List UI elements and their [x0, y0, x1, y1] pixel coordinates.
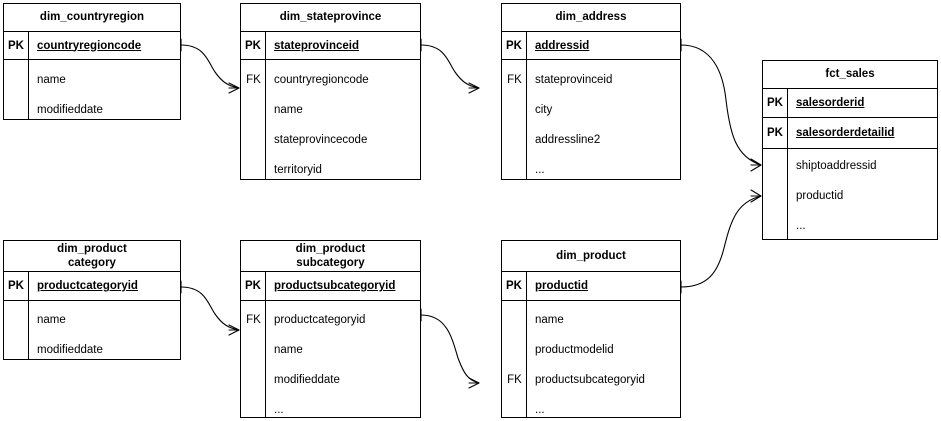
relationship-productcategory-subcategory	[180, 280, 240, 336]
attribute-row: territoryid	[274, 164, 322, 176]
attribute-name: salesorderdetailid	[796, 127, 895, 139]
attribute-row: productcategoryid	[274, 314, 366, 326]
attribute-name: productcategoryid	[37, 280, 138, 292]
attribute-row: addressline2	[535, 134, 601, 146]
key-type-label: PK	[4, 272, 29, 300]
attribute-block: shiptoaddressid productid ...	[763, 149, 937, 239]
key-type-label: PK	[763, 118, 788, 148]
entity-title: dim_address	[502, 4, 680, 32]
attribute-row: name	[37, 314, 66, 326]
foreign-key-label: FK	[246, 314, 261, 326]
entity-title: dim_product category	[4, 241, 180, 272]
entity-title: dim_product subcategory	[241, 241, 420, 272]
attribute-row: shiptoaddressid	[796, 160, 877, 172]
relationship-subcategory-product	[420, 308, 480, 389]
key-column	[4, 60, 29, 119]
attribute-name: productid	[535, 280, 589, 292]
attribute-row: ...	[535, 164, 545, 176]
entity-dim-product[interactable]: dim_product PK productid FK name product…	[501, 240, 681, 418]
relationship-stateprovince-address	[420, 38, 480, 94]
attribute-row: name	[37, 74, 66, 86]
attribute-row: stateprovincecode	[274, 134, 368, 146]
foreign-key-label: FK	[246, 74, 261, 86]
key-type-label: PK	[763, 89, 788, 117]
attribute-list: name modifieddate	[29, 60, 180, 119]
entity-title: fct_sales	[763, 61, 937, 89]
entity-title: dim_stateprovince	[241, 4, 420, 32]
relationship-product-sales	[680, 189, 762, 294]
entity-dim-productcategory[interactable]: dim_product category PK productcategoryi…	[3, 240, 181, 360]
attribute-row: name	[535, 314, 564, 326]
attribute-row: ...	[796, 220, 806, 232]
attribute-list: productcategoryid name modifieddate ...	[266, 301, 420, 417]
relationship-address-sales	[680, 38, 762, 172]
key-column: FK	[502, 301, 527, 417]
attribute-row: productsubcategoryid	[535, 374, 645, 386]
attribute-name: addressid	[535, 39, 590, 52]
attribute-block: FK productcategoryid name modifieddate .…	[241, 301, 420, 417]
entity-dim-address[interactable]: dim_address PK addressid FK stateprovinc…	[501, 3, 681, 180]
attribute-row: name	[274, 344, 303, 356]
attribute-row: stateprovinceid	[535, 74, 613, 86]
key-row[interactable]: PK productcategoryid	[4, 272, 180, 301]
attribute-row: productid	[796, 190, 844, 202]
attribute-row: ...	[535, 404, 545, 416]
key-type-label: PK	[241, 272, 266, 300]
foreign-key-label: FK	[507, 374, 522, 386]
attribute-row: countryregioncode	[274, 74, 369, 86]
key-column: FK	[241, 60, 266, 179]
key-row[interactable]: PK stateprovinceid	[241, 32, 420, 60]
attribute-row: ...	[274, 404, 284, 416]
key-type-label: PK	[241, 32, 266, 59]
attribute-row: modifieddate	[37, 344, 103, 356]
attribute-name: productsubcategoryid	[274, 280, 396, 292]
attribute-row: productmodelid	[535, 344, 614, 356]
key-row[interactable]: PK productsubcategoryid	[241, 272, 420, 301]
attribute-block: name modifieddate	[4, 60, 180, 119]
attribute-name: stateprovinceid	[274, 39, 359, 52]
entity-title: dim_product	[502, 241, 680, 272]
key-column	[4, 301, 29, 359]
key-row[interactable]: PK productid	[502, 272, 680, 301]
key-column: FK	[241, 301, 266, 417]
entity-dim-stateprovince[interactable]: dim_stateprovince PK stateprovinceid FK …	[240, 3, 421, 180]
key-type-label: PK	[502, 272, 527, 300]
key-column	[763, 149, 788, 239]
attribute-list: name productmodelid productsubcategoryid…	[527, 301, 680, 417]
relationship-countryregion-stateprovince	[180, 38, 240, 94]
attribute-list: shiptoaddressid productid ...	[788, 149, 937, 239]
key-row[interactable]: PK addressid	[502, 32, 680, 60]
key-row[interactable]: PK salesorderid	[763, 89, 937, 118]
attribute-list: stateprovinceid city addressline2 ...	[527, 60, 680, 179]
attribute-block: FK name productmodelid productsubcategor…	[502, 301, 680, 417]
attribute-block: FK countryregioncode name stateprovincec…	[241, 60, 420, 179]
attribute-row: name	[274, 104, 303, 116]
attribute-row: city	[535, 104, 553, 116]
entity-dim-productsubcategory[interactable]: dim_product subcategory PK productsubcat…	[240, 240, 421, 418]
attribute-name: salesorderid	[796, 97, 865, 109]
key-row[interactable]: PK countryregioncode	[4, 32, 180, 60]
entity-fct-sales[interactable]: fct_sales PK salesorderid PK salesorderd…	[762, 60, 938, 240]
foreign-key-label: FK	[507, 74, 522, 86]
attribute-block: name modifieddate	[4, 301, 180, 359]
key-type-label: PK	[502, 32, 527, 59]
attribute-name: countryregioncode	[37, 39, 142, 52]
entity-dim-countryregion[interactable]: dim_countryregion PK countryregioncode n…	[3, 3, 181, 120]
key-column: FK	[502, 60, 527, 179]
attribute-list: countryregioncode name stateprovincecode…	[266, 60, 420, 179]
attribute-row: modifieddate	[37, 104, 103, 116]
key-row[interactable]: PK salesorderdetailid	[763, 118, 937, 149]
attribute-block: FK stateprovinceid city addressline2 ...	[502, 60, 680, 179]
attribute-list: name modifieddate	[29, 301, 180, 359]
entity-title: dim_countryregion	[4, 4, 180, 32]
key-type-label: PK	[4, 32, 29, 59]
attribute-row: modifieddate	[274, 374, 340, 386]
